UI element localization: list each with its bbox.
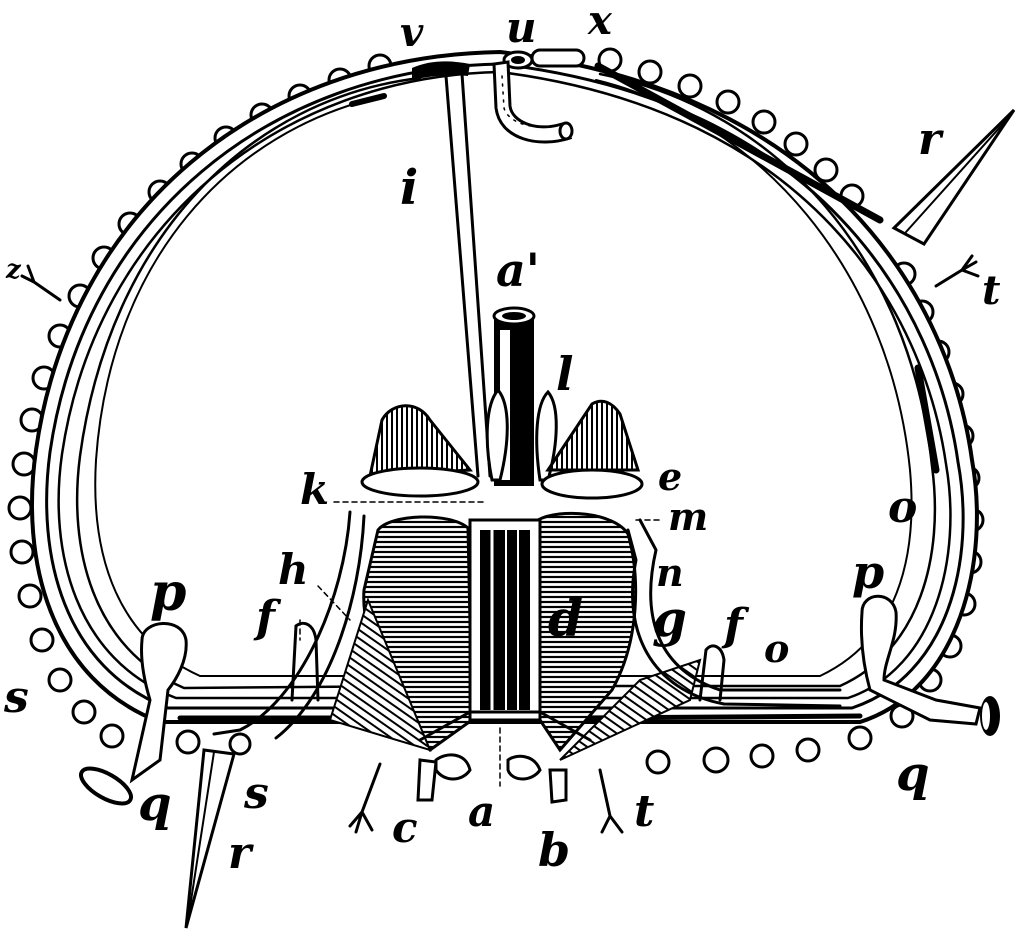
lower-tubes (416, 710, 592, 804)
label-t-top: t (982, 267, 1001, 314)
label-q-left: q (138, 776, 172, 832)
label-h: h (278, 545, 309, 594)
label-p-left: p (150, 562, 186, 623)
label-b: b (538, 823, 570, 877)
central-muscles-d (328, 511, 702, 761)
adductor-muscle-i (444, 72, 492, 478)
ducts (212, 510, 842, 740)
label-m: m (668, 494, 708, 539)
label-u: u (506, 3, 537, 52)
label-s-lower: s (243, 768, 269, 819)
label-p-right: p (852, 545, 884, 599)
upper-muscle-caps (360, 399, 644, 500)
label-z: z (5, 255, 22, 285)
label-r-lower: r (228, 828, 254, 879)
label-e: e (658, 454, 682, 499)
label-d: d (548, 589, 583, 648)
siphon-right (860, 594, 1000, 736)
label-o-right: o (888, 482, 917, 533)
siphon-left (79, 622, 188, 806)
label-q-right: q (896, 746, 930, 802)
label-x: x (587, 0, 613, 44)
label-s-left: s (3, 672, 29, 723)
label-t-lower: t (634, 786, 654, 837)
label-g: g (652, 589, 687, 648)
label-o-lower: o (764, 626, 789, 671)
appendages (20, 254, 980, 834)
leader-lines (299, 501, 661, 787)
label-n: n (656, 550, 684, 595)
label-l: l (556, 347, 573, 401)
spines (184, 108, 1016, 929)
label-v: v (400, 9, 424, 56)
label-a-prime: a' (496, 243, 540, 297)
label-a: a (468, 787, 495, 836)
bulb-l (485, 387, 558, 482)
label-i: i (400, 160, 418, 216)
label-k: k (300, 465, 329, 514)
label-c: c (392, 803, 418, 852)
hinge-ligament (412, 48, 586, 144)
label-r-top: r (918, 114, 944, 165)
